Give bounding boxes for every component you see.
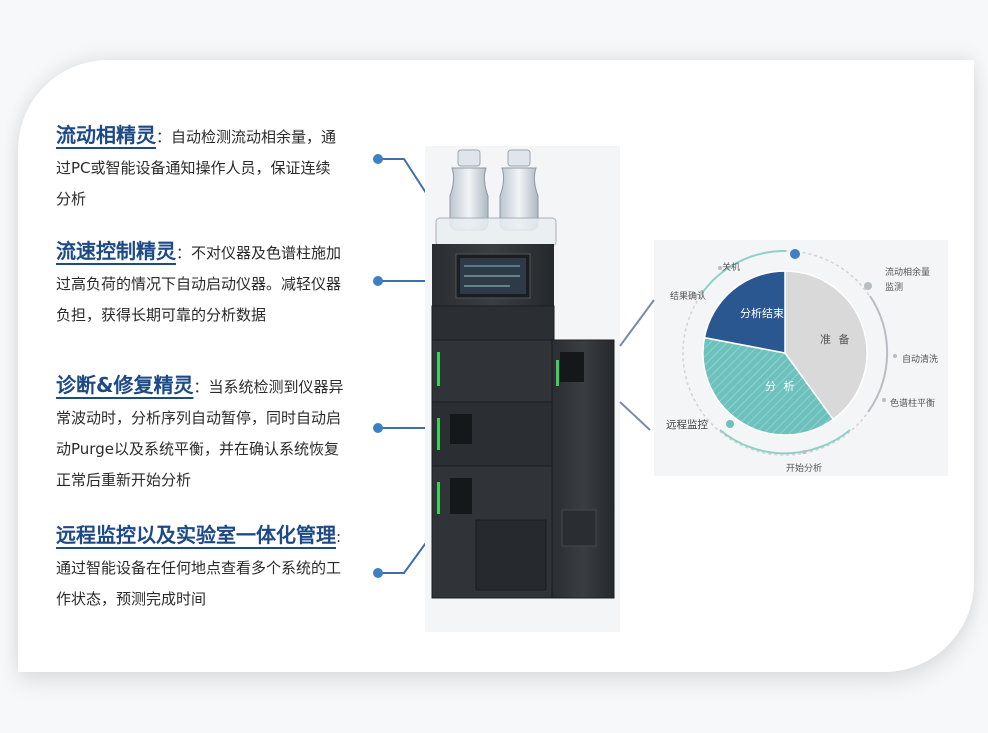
feature-flow-control: 流速控制精灵：不对仪器及色谱柱施加 过高负荷的情况下自动启动仪器。减轻仪器 负担… bbox=[56, 239, 342, 324]
hplc-instrument bbox=[425, 146, 620, 632]
feature-title: 流动相精灵 bbox=[56, 123, 156, 147]
label-remote-monitor: 远程监控 bbox=[666, 419, 708, 431]
feature-title: 流速控制精灵 bbox=[56, 239, 176, 263]
cycle-pie bbox=[702, 270, 868, 436]
pie-slice bbox=[784, 270, 868, 421]
pie-label-analysis-end: 分析结束 bbox=[740, 307, 784, 320]
pie-slice bbox=[703, 270, 786, 354]
feature-title: 诊断&修复精灵 bbox=[56, 373, 194, 397]
connector-dots bbox=[373, 154, 383, 578]
pie-label-analysis: 分 析 bbox=[765, 380, 797, 393]
label-column-equilibrium: 色谱柱平衡 bbox=[890, 399, 936, 409]
connector-lines bbox=[378, 158, 429, 574]
feature-diagnosis-repair: 诊断&修复精灵：当系统检测到仪器异 常波动时，分析序列自动暂停，同时自动启 动P… bbox=[56, 373, 344, 489]
feature-mobile-phase: 流动相精灵：自动检测流动相余量，通 过PC或智能设备通知操作人员，保证连续 分析 bbox=[56, 123, 337, 208]
label-auto-wash: 自动清洗 bbox=[902, 355, 939, 365]
label-start-analysis: 开始分析 bbox=[786, 464, 823, 474]
label-mobile-phase: 流动相余量监测 bbox=[885, 268, 931, 293]
feature-remote-management: 远程监控以及实验室一体化管理: 通过智能设备在任何地点查看多个系统的工 作状态，… bbox=[56, 523, 342, 608]
label-result-confirm: 结果确认 bbox=[670, 292, 707, 302]
label-shutdown: 关机 bbox=[722, 263, 741, 273]
solvent-bottles bbox=[435, 149, 557, 247]
feature-title: 远程监控以及实验室一体化管理 bbox=[56, 523, 336, 547]
pie-slice-hatch bbox=[703, 337, 834, 435]
cycle-diagram bbox=[619, 240, 948, 476]
pie-label-prepare: 准 备 bbox=[820, 333, 852, 346]
